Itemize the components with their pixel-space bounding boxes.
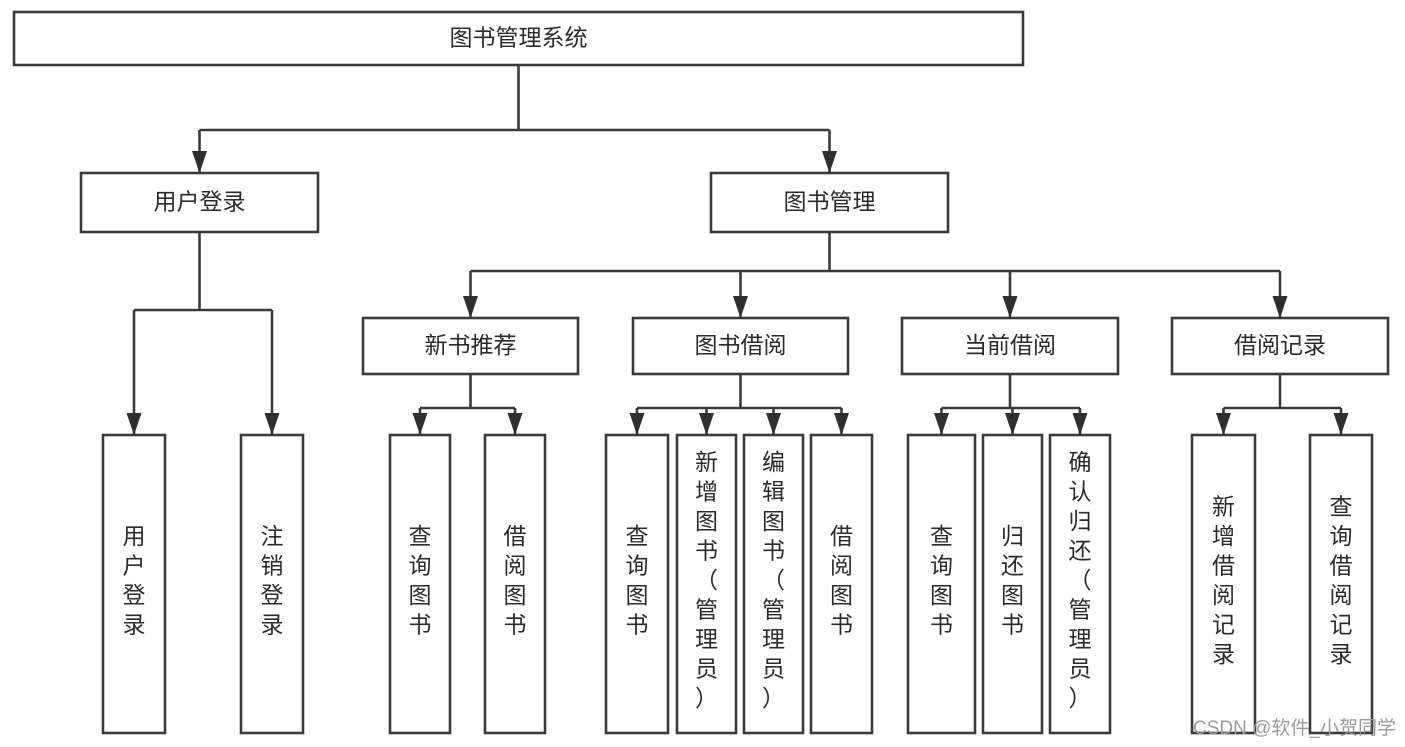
flowchart-node-new-book-rec[interactable]: 新书推荐 (361, 316, 580, 376)
node-label: 借阅图书 (830, 523, 853, 638)
node-label: 图书管理系统 (450, 25, 588, 51)
node-box (604, 433, 670, 735)
flowchart-node-leaf-add-record[interactable]: 新增借阅记录 (1190, 433, 1257, 735)
arrow-head-icon (834, 413, 849, 435)
arrow-head-icon (822, 151, 837, 173)
node-box (361, 316, 580, 376)
flowchart-node-book-borrow[interactable]: 图书借阅 (631, 316, 850, 376)
flowchart-node-leaf-query-book-1[interactable]: 查询图书 (388, 433, 452, 735)
node-label: 查询图书 (409, 523, 432, 638)
flowchart-node-leaf-borrow-book-1[interactable]: 借阅图书 (483, 433, 547, 735)
node-label: 新增图书（管理员） (695, 449, 718, 711)
node-box (1308, 433, 1374, 735)
node-label: 注销登录 (261, 523, 284, 638)
arrow-head-icon (507, 413, 523, 435)
node-box (900, 316, 1120, 376)
node-label: 图书借阅 (695, 332, 787, 358)
arrow-head-icon (699, 413, 714, 435)
node-label: 借阅图书 (504, 523, 527, 638)
flowchart-node-user-login[interactable]: 用户登录 (79, 171, 320, 234)
node-box (239, 433, 305, 735)
flowchart-node-leaf-query-book-3[interactable]: 查询图书 (906, 433, 977, 735)
flowchart-node-leaf-confirm-return[interactable]: 确认归还（管理员） (1048, 433, 1112, 735)
node-box (809, 433, 874, 735)
node-label: 确认归还（管理员） (1069, 449, 1092, 711)
connector-layer (126, 65, 1349, 435)
node-label: 用户登录 (123, 523, 146, 638)
flowchart-node-root[interactable]: 图书管理系统 (12, 10, 1025, 67)
arrow-head-icon (766, 413, 781, 435)
arrow-head-icon (126, 413, 142, 435)
flowchart-node-leaf-borrow-book-2[interactable]: 借阅图书 (809, 433, 874, 735)
node-label: 查询图书 (930, 523, 953, 638)
node-label: 当前借阅 (964, 332, 1056, 358)
node-box (101, 433, 167, 735)
arrow-head-icon (264, 413, 280, 435)
node-label: 查询图书 (626, 523, 649, 638)
arrow-head-icon (1333, 413, 1349, 435)
node-box (675, 433, 738, 735)
arrow-head-icon (1005, 413, 1020, 435)
node-label: 新书推荐 (425, 332, 517, 358)
arrow-head-icon (1272, 296, 1288, 318)
arrow-head-icon (412, 413, 428, 435)
node-label: 归还图书 (1001, 523, 1024, 638)
flowchart-node-leaf-user-logout[interactable]: 注销登录 (239, 433, 305, 735)
node-box (79, 171, 320, 234)
flowchart-node-leaf-query-book-2[interactable]: 查询图书 (604, 433, 670, 735)
node-box (631, 316, 850, 376)
arrow-head-icon (1002, 296, 1018, 318)
flowchart-node-leaf-add-book[interactable]: 新增图书（管理员） (675, 433, 738, 735)
flowchart-node-leaf-edit-book[interactable]: 编辑图书（管理员） (742, 433, 805, 735)
node-label: 借阅记录 (1234, 332, 1326, 358)
flowchart-node-borrow-record[interactable]: 借阅记录 (1170, 316, 1390, 376)
arrow-head-icon (463, 296, 478, 318)
flowchart-node-leaf-return-book[interactable]: 归还图书 (981, 433, 1044, 735)
flowchart-node-current-borrow[interactable]: 当前借阅 (900, 316, 1120, 376)
node-box (1048, 433, 1112, 735)
arrow-head-icon (934, 413, 949, 435)
node-box (1170, 316, 1390, 376)
node-box (906, 433, 977, 735)
node-box (1190, 433, 1257, 735)
arrow-head-icon (733, 296, 748, 318)
csdn-watermark: CSDN @软件_小贺同学 (1193, 717, 1396, 739)
arrow-head-icon (192, 151, 207, 173)
node-label: 查询借阅记录 (1330, 493, 1353, 667)
arrow-head-icon (1216, 413, 1231, 435)
node-label: 图书管理 (784, 189, 876, 215)
node-label: 编辑图书（管理员） (762, 449, 785, 711)
node-box (483, 433, 547, 735)
node-box (981, 433, 1044, 735)
node-label: 新增借阅记录 (1212, 493, 1235, 667)
arrow-head-icon (1072, 413, 1088, 435)
node-box (388, 433, 452, 735)
flowchart-node-leaf-user-login[interactable]: 用户登录 (101, 433, 167, 735)
flowchart-node-leaf-query-record[interactable]: 查询借阅记录 (1308, 433, 1374, 735)
flowchart-node-book-manage[interactable]: 图书管理 (709, 171, 950, 234)
node-label: 用户登录 (154, 189, 246, 215)
arrow-head-icon (629, 413, 645, 435)
node-box (742, 433, 805, 735)
node-box (709, 171, 950, 234)
node-layer: 图书管理系统用户登录图书管理新书推荐图书借阅当前借阅借阅记录用户登录注销登录查询… (12, 10, 1390, 735)
node-box (12, 10, 1025, 67)
